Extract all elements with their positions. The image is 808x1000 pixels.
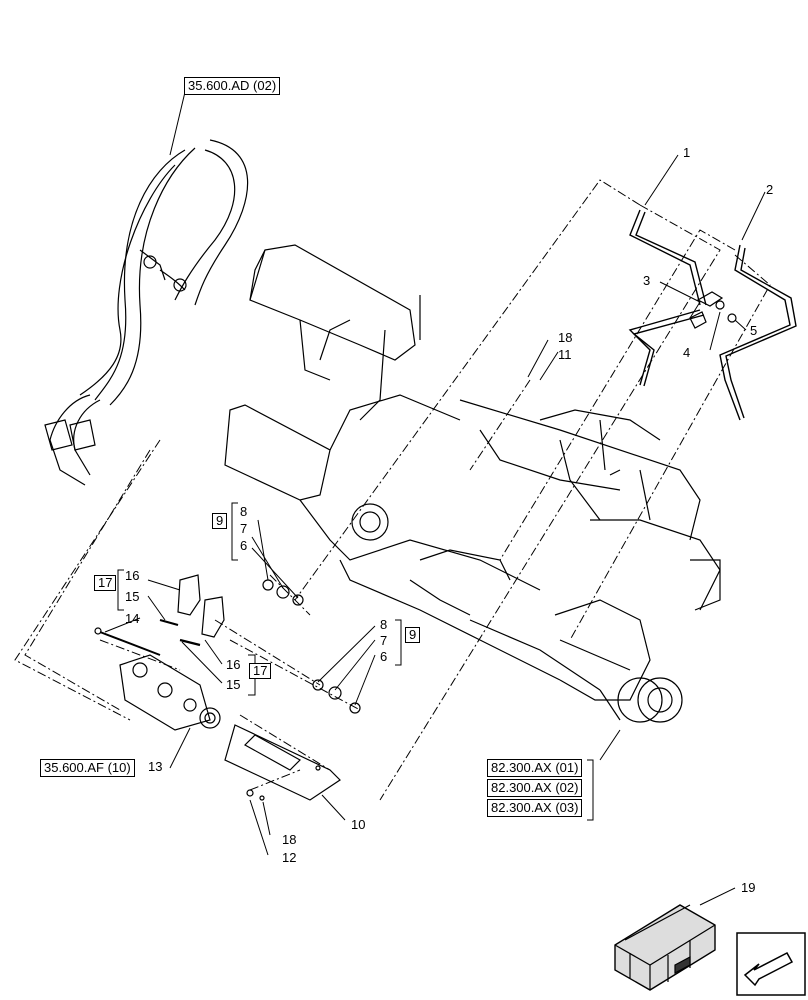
reference-82-300-ax-01[interactable]: 82.300.AX (01)	[487, 759, 583, 777]
hydraulic-hoses	[44, 139, 249, 486]
callout-7-left: 7	[240, 521, 248, 536]
callout-3: 3	[643, 273, 651, 288]
callout-14: 14	[125, 611, 140, 626]
callout-8-left: 8	[240, 504, 248, 519]
control-valve	[94, 627, 221, 731]
reference-82-300-ax-03[interactable]: 82.300.AX (03)	[487, 799, 583, 817]
callout-16-left: 16	[125, 568, 140, 583]
callout-11: 11	[558, 347, 572, 362]
callout-6-left: 6	[240, 538, 248, 553]
callout-13: 13	[148, 759, 163, 774]
callout-15-left: 15	[125, 589, 140, 604]
next-page-arrow-icon	[736, 932, 806, 996]
callout-9-left: 9	[212, 513, 228, 529]
reference-82-300-ax-02[interactable]: 82.300.AX (02)	[487, 779, 583, 797]
steel-tubes	[628, 209, 797, 421]
callout-8-right: 8	[380, 617, 388, 632]
callout-16-right: 16	[226, 657, 241, 672]
cover-plate-10	[224, 724, 341, 801]
connection-lines	[14, 179, 771, 801]
loader-frame	[224, 244, 721, 723]
callout-17-right: 17	[249, 663, 272, 679]
fitting-16-15	[159, 574, 225, 647]
callout-19: 19	[741, 880, 756, 895]
callout-1: 1	[683, 145, 691, 160]
callout-10: 10	[351, 817, 366, 832]
adapter-kit-9	[262, 579, 361, 714]
callout-17-left: 17	[94, 575, 117, 591]
callout-7-right: 7	[380, 633, 388, 648]
callout-12: 12	[282, 850, 297, 865]
callout-4: 4	[683, 345, 691, 360]
callout-5: 5	[750, 323, 758, 338]
tube-clamp	[689, 291, 737, 329]
callout-9-right: 9	[405, 627, 421, 643]
leader-lines	[104, 91, 766, 906]
callout-18-lower: 18	[282, 832, 297, 847]
callout-2: 2	[766, 182, 774, 197]
callout-18-upper: 18	[558, 330, 573, 345]
callout-15-right: 15	[226, 677, 241, 692]
reference-35-600-ad-02[interactable]: 35.600.AD (02)	[184, 77, 281, 95]
reference-35-600-af-10[interactable]: 35.600.AF (10)	[40, 759, 135, 777]
parts-kit-box-icon	[614, 904, 716, 991]
callout-6-right: 6	[380, 649, 388, 664]
